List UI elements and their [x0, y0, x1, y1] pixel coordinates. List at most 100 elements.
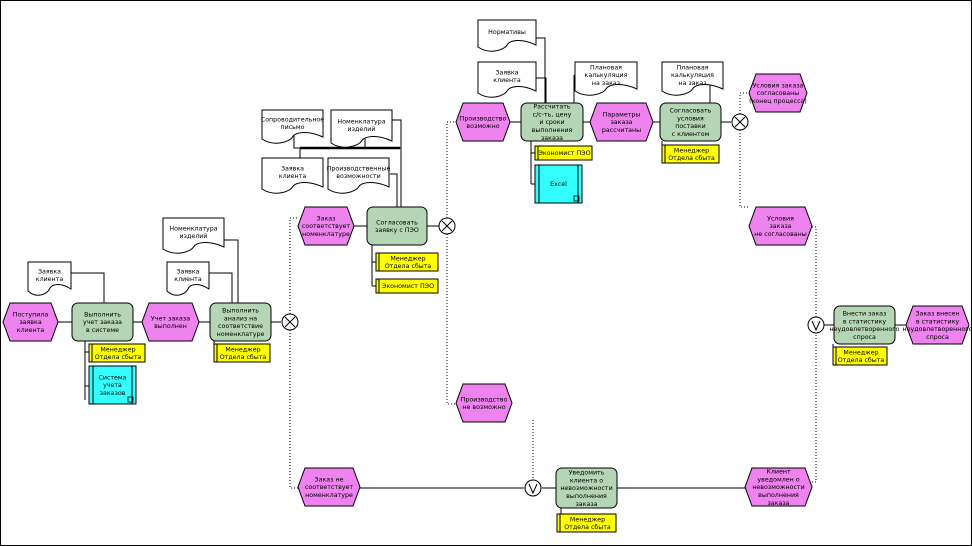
- node-label: Уведомить: [569, 469, 605, 476]
- node-label: условия: [677, 115, 704, 122]
- node-label: Отдела сбыта: [564, 523, 611, 531]
- node-label: Учет заказа: [151, 315, 190, 322]
- node-label: Выполнить: [84, 311, 121, 318]
- function-shape: [659, 102, 722, 142]
- node-label: клиента: [174, 276, 202, 283]
- role-shape: [375, 252, 439, 272]
- event-shape: [455, 102, 511, 142]
- node-label: Поступила: [13, 311, 49, 318]
- node-label: клиента: [36, 276, 64, 283]
- node-label: Заказ внесен: [915, 310, 959, 317]
- node-label: в статистику: [916, 318, 959, 325]
- node-label: изделий: [348, 125, 376, 133]
- function-shape: [520, 102, 584, 142]
- event-shape: [141, 302, 200, 342]
- node-label: Нормативы: [488, 29, 526, 36]
- node-label: выполнения: [758, 492, 799, 499]
- flow-edge: [390, 173, 398, 207]
- flow-edge: [390, 119, 402, 207]
- node-label: письмо: [281, 124, 305, 131]
- node-label: Внести заказ: [843, 310, 887, 317]
- node-label: Отдела сбыта: [220, 353, 267, 361]
- node-label: заказа: [767, 500, 789, 507]
- function-shape: [71, 302, 134, 342]
- node-label: Сопроводительное: [261, 116, 324, 123]
- node-label: Номенклатура: [169, 225, 217, 232]
- node-label: Заказ: [317, 215, 336, 222]
- node-label: Клиент: [766, 468, 791, 475]
- node-label: клиента о: [570, 477, 603, 484]
- node-label: Менеджер: [674, 147, 709, 154]
- event-shape: [297, 206, 355, 246]
- flow-edge: [739, 92, 749, 114]
- node-label: Рассчитать: [533, 103, 571, 110]
- node-label: Менеджер: [843, 349, 878, 356]
- document-shape: [477, 19, 537, 52]
- document-shape: [166, 261, 210, 296]
- xor-mark: [284, 316, 296, 328]
- node-label: неудовлетворенного: [830, 326, 900, 333]
- node-label: клиента: [493, 77, 521, 84]
- event-shape: [748, 206, 813, 246]
- node-label: соответствие: [218, 323, 263, 330]
- role-shape: [661, 144, 720, 164]
- or-mark: [528, 483, 538, 495]
- document-shape: [327, 157, 390, 194]
- node-label: анализ на: [224, 315, 257, 322]
- node-label: Отдела сбыта: [838, 356, 885, 364]
- connector-c2-xor: [438, 217, 456, 235]
- document-shape: [27, 261, 72, 296]
- node-label: (конец процесса): [749, 98, 807, 105]
- function-shape: [833, 305, 896, 345]
- node-label: заявка: [19, 319, 42, 326]
- connector-c3-xor: [731, 113, 749, 131]
- node-label: Экономист ПЭО: [382, 283, 434, 290]
- node-label: с/с-ть, цену: [533, 111, 572, 118]
- node-label: не возможно: [462, 404, 505, 411]
- node-label: Номенклатура: [337, 118, 385, 125]
- document-shape: [162, 217, 225, 254]
- event-shape: [744, 467, 813, 507]
- document-shape: [661, 61, 724, 96]
- node-label: Заказ не: [315, 476, 344, 483]
- role-shape: [832, 346, 888, 366]
- node-label: невозможности: [560, 485, 612, 492]
- node-label: Excel: [550, 181, 567, 188]
- node-label: Заявка: [176, 268, 199, 275]
- node-label: Заявка: [281, 165, 304, 172]
- node-label: на заказ: [678, 80, 706, 87]
- node-label: возможности: [336, 173, 380, 180]
- node-label: Менеджер: [225, 346, 260, 353]
- event-shape: [455, 383, 513, 423]
- node-label: выполнения: [532, 127, 573, 134]
- node-label: учета: [103, 382, 122, 389]
- xor-mark: [734, 116, 746, 128]
- node-label: заказа: [541, 135, 563, 142]
- node-label: Заявка: [38, 268, 61, 275]
- role-r4: Экономист ПЭО: [375, 278, 439, 294]
- node-label: клиента: [17, 327, 45, 334]
- document-shape: [574, 61, 638, 96]
- node-label: соответствует: [302, 223, 351, 230]
